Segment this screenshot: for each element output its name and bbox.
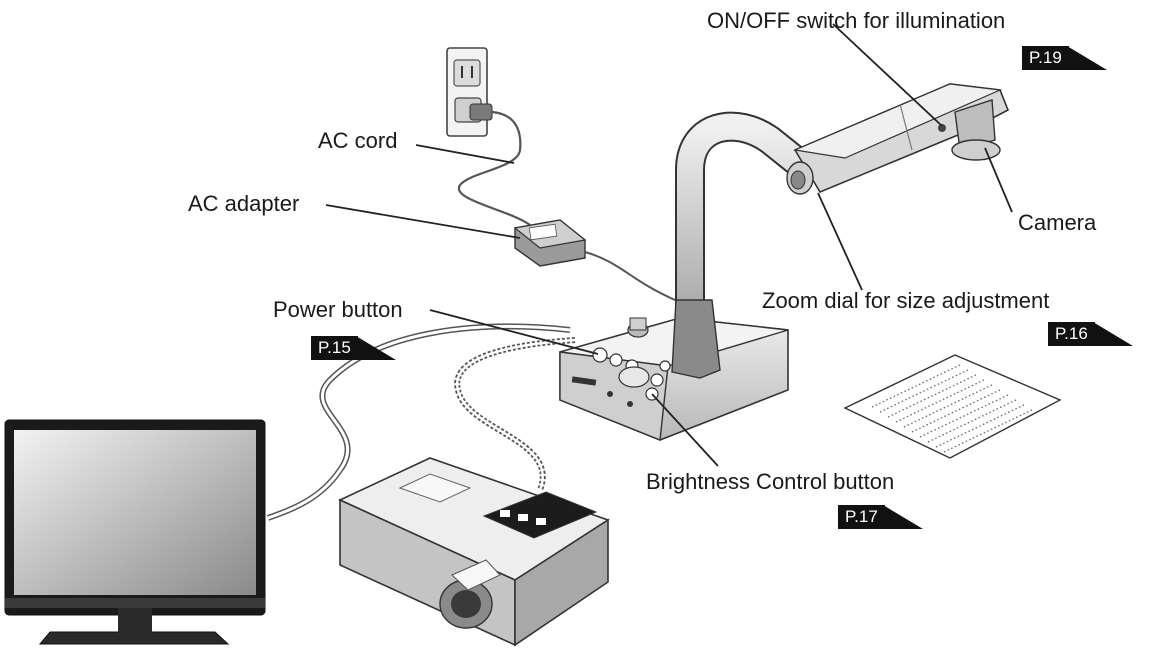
page-ref-arrow — [1093, 322, 1133, 346]
page-ref-text: P.16 — [1048, 322, 1095, 346]
page-ref-arrow — [883, 505, 923, 529]
page-ref-arrow — [1067, 46, 1107, 70]
label-power-button: Power button — [273, 297, 403, 322]
page-ref-power-button: P.15 — [311, 336, 419, 360]
label-ac-cord: AC cord — [318, 128, 398, 153]
label-brightness-button: Brightness Control button — [646, 469, 895, 494]
ac-cord — [457, 110, 531, 226]
wall-outlet — [446, 47, 493, 137]
page-ref-illumination-switch: P.19 — [1022, 46, 1114, 70]
label-camera: Camera — [1018, 210, 1097, 235]
monitor — [4, 419, 266, 645]
ac-adapter — [513, 219, 587, 267]
leader-lines — [325, 23, 1013, 467]
page-ref-text: P.17 — [838, 505, 885, 529]
label-zoom-dial: Zoom dial for size adjustment — [762, 288, 1050, 313]
page-ref-text: P.19 — [1022, 46, 1069, 70]
camera-head — [786, 83, 1010, 195]
label-ac-adapter: AC adapter — [188, 191, 300, 216]
page-ref-arrow — [356, 336, 396, 360]
page-ref-brightness-button: P.17 — [838, 505, 942, 529]
document-sheet — [843, 354, 1062, 459]
page-ref-zoom-dial: P.16 — [1048, 322, 1148, 346]
dc-cord — [584, 251, 691, 319]
projector — [338, 457, 610, 647]
visualizer-arm — [671, 111, 810, 379]
label-illumination-switch: ON/OFF switch for illumination — [707, 8, 1006, 33]
page-ref-text: P.15 — [311, 336, 358, 360]
